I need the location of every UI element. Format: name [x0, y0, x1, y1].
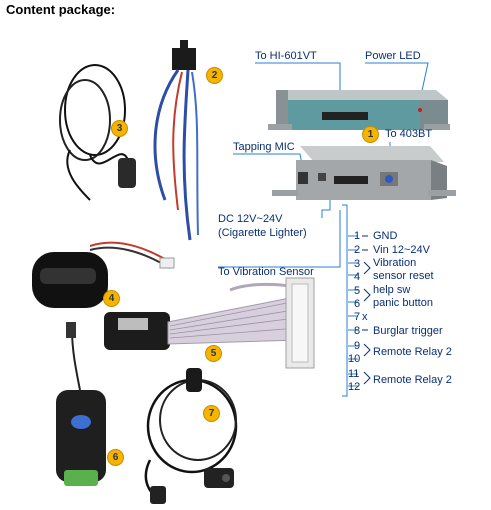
pin-5-6-description-line2: panic button [373, 297, 433, 309]
vibration-sensor [32, 241, 175, 308]
pin-5-6-description-line1: help sw [373, 284, 411, 296]
pin-9-10-description: Remote Relay 2 [373, 346, 452, 358]
label-dc-power-line1: DC 12V~24V [218, 213, 283, 225]
pin-number: 10 [348, 353, 361, 365]
pin-number: 11 [348, 368, 360, 380]
pin-number: 6 [354, 298, 361, 310]
badge-4: 4 [103, 290, 120, 307]
pin-3-4-description-line1: Vibration [373, 257, 417, 269]
din-cable [144, 368, 238, 504]
badge-1: 1 [362, 126, 379, 143]
label-tapping-mic: Tapping MIC [233, 141, 295, 153]
badge-6: 6 [107, 449, 124, 466]
label-dc-power-line2: (Cigarette Lighter) [218, 227, 307, 239]
pin-8-description: Burglar trigger [373, 325, 443, 337]
pin-number: 1 [354, 230, 361, 242]
label-to-vibration-sensor: To Vibration Sensor [218, 266, 314, 278]
label-to-403bt: To 403BT [385, 128, 433, 140]
pin-number: 12 [348, 381, 361, 393]
pin-3-4-description-line2: sensor reset [373, 270, 434, 282]
badge-3: 3 [111, 120, 128, 137]
pin-number: 2 [354, 244, 361, 256]
pin-number: 5 [354, 285, 361, 297]
badge-5: 5 [205, 345, 222, 362]
label-to-hi601vt: To HI-601VT [255, 50, 317, 62]
pin-number: 8 [354, 325, 361, 337]
pin-number: 3 [354, 258, 361, 270]
pin-number: 4 [354, 271, 361, 283]
label-power-led: Power LED [365, 50, 421, 62]
pin-1-description: GND [373, 230, 398, 242]
control-box-rear [268, 90, 450, 130]
pin-7-description: x [362, 311, 368, 323]
badge-2: 2 [206, 67, 223, 84]
control-box-front [272, 146, 456, 200]
pin-2-description: Vin 12~24V [373, 244, 430, 256]
ribbon-cable [104, 277, 315, 369]
relay-harness [153, 40, 199, 241]
pin-number: 7 [354, 311, 361, 323]
badge-7: 7 [203, 405, 220, 422]
microphone-cable [59, 64, 136, 201]
bluetooth-module [56, 322, 106, 486]
pin-number: 9 [354, 340, 361, 352]
pin-11-12-description: Remote Relay 2 [373, 374, 452, 386]
page-title: Content package: [6, 2, 116, 17]
